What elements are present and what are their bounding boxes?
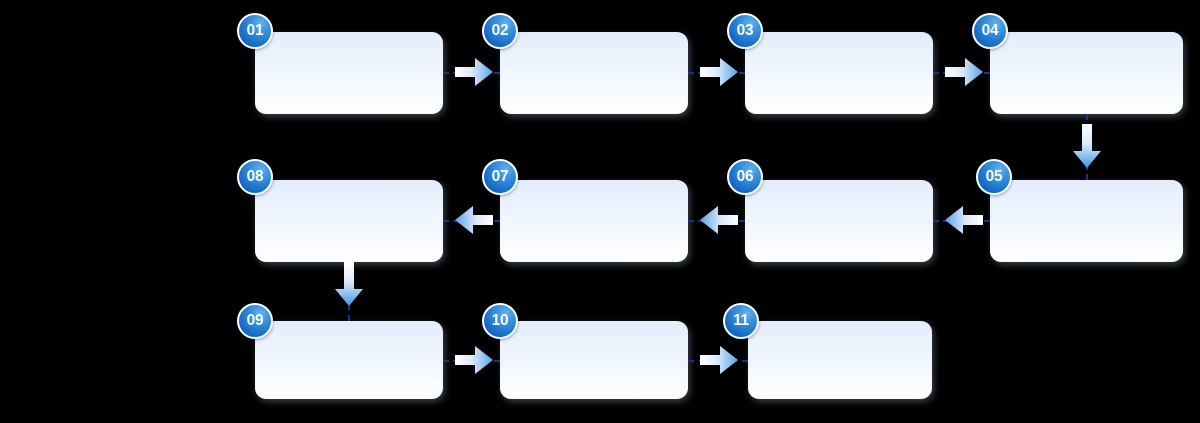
step-badge-02[interactable]: 02 — [482, 13, 518, 49]
process-node-08[interactable] — [255, 180, 443, 262]
step-badge-09[interactable]: 09 — [237, 303, 273, 339]
step-badge-03[interactable]: 03 — [727, 13, 763, 49]
step-badge-11[interactable]: 11 — [723, 303, 759, 339]
process-node-11[interactable] — [748, 321, 932, 399]
arrow-right-09-10 — [455, 345, 493, 375]
arrow-right-02-03 — [700, 57, 738, 87]
process-node-06[interactable] — [745, 180, 933, 262]
process-node-09[interactable] — [255, 321, 443, 399]
process-node-03[interactable] — [745, 32, 933, 114]
arrow-right-01-02 — [455, 57, 493, 87]
step-badge-05[interactable]: 05 — [976, 159, 1012, 195]
step-badge-04[interactable]: 04 — [972, 13, 1008, 49]
step-badge-07[interactable]: 07 — [482, 159, 518, 195]
step-badge-08[interactable]: 08 — [237, 159, 273, 195]
process-node-10[interactable] — [500, 321, 688, 399]
arrow-right-10-11 — [700, 345, 738, 375]
step-badge-10[interactable]: 10 — [482, 303, 518, 339]
process-node-01[interactable] — [255, 32, 443, 114]
process-node-02[interactable] — [500, 32, 688, 114]
process-node-07[interactable] — [500, 180, 688, 262]
arrow-right-03-04 — [945, 57, 983, 87]
arrow-down-08-09 — [334, 262, 364, 306]
arrow-down-04-05 — [1072, 124, 1102, 168]
process-node-04[interactable] — [990, 32, 1183, 114]
step-badge-06[interactable]: 06 — [727, 159, 763, 195]
process-node-05[interactable] — [990, 180, 1183, 262]
step-badge-01[interactable]: 01 — [237, 13, 273, 49]
arrow-left-05-06 — [945, 205, 983, 235]
arrow-left-06-07 — [700, 205, 738, 235]
arrow-left-07-08 — [455, 205, 493, 235]
